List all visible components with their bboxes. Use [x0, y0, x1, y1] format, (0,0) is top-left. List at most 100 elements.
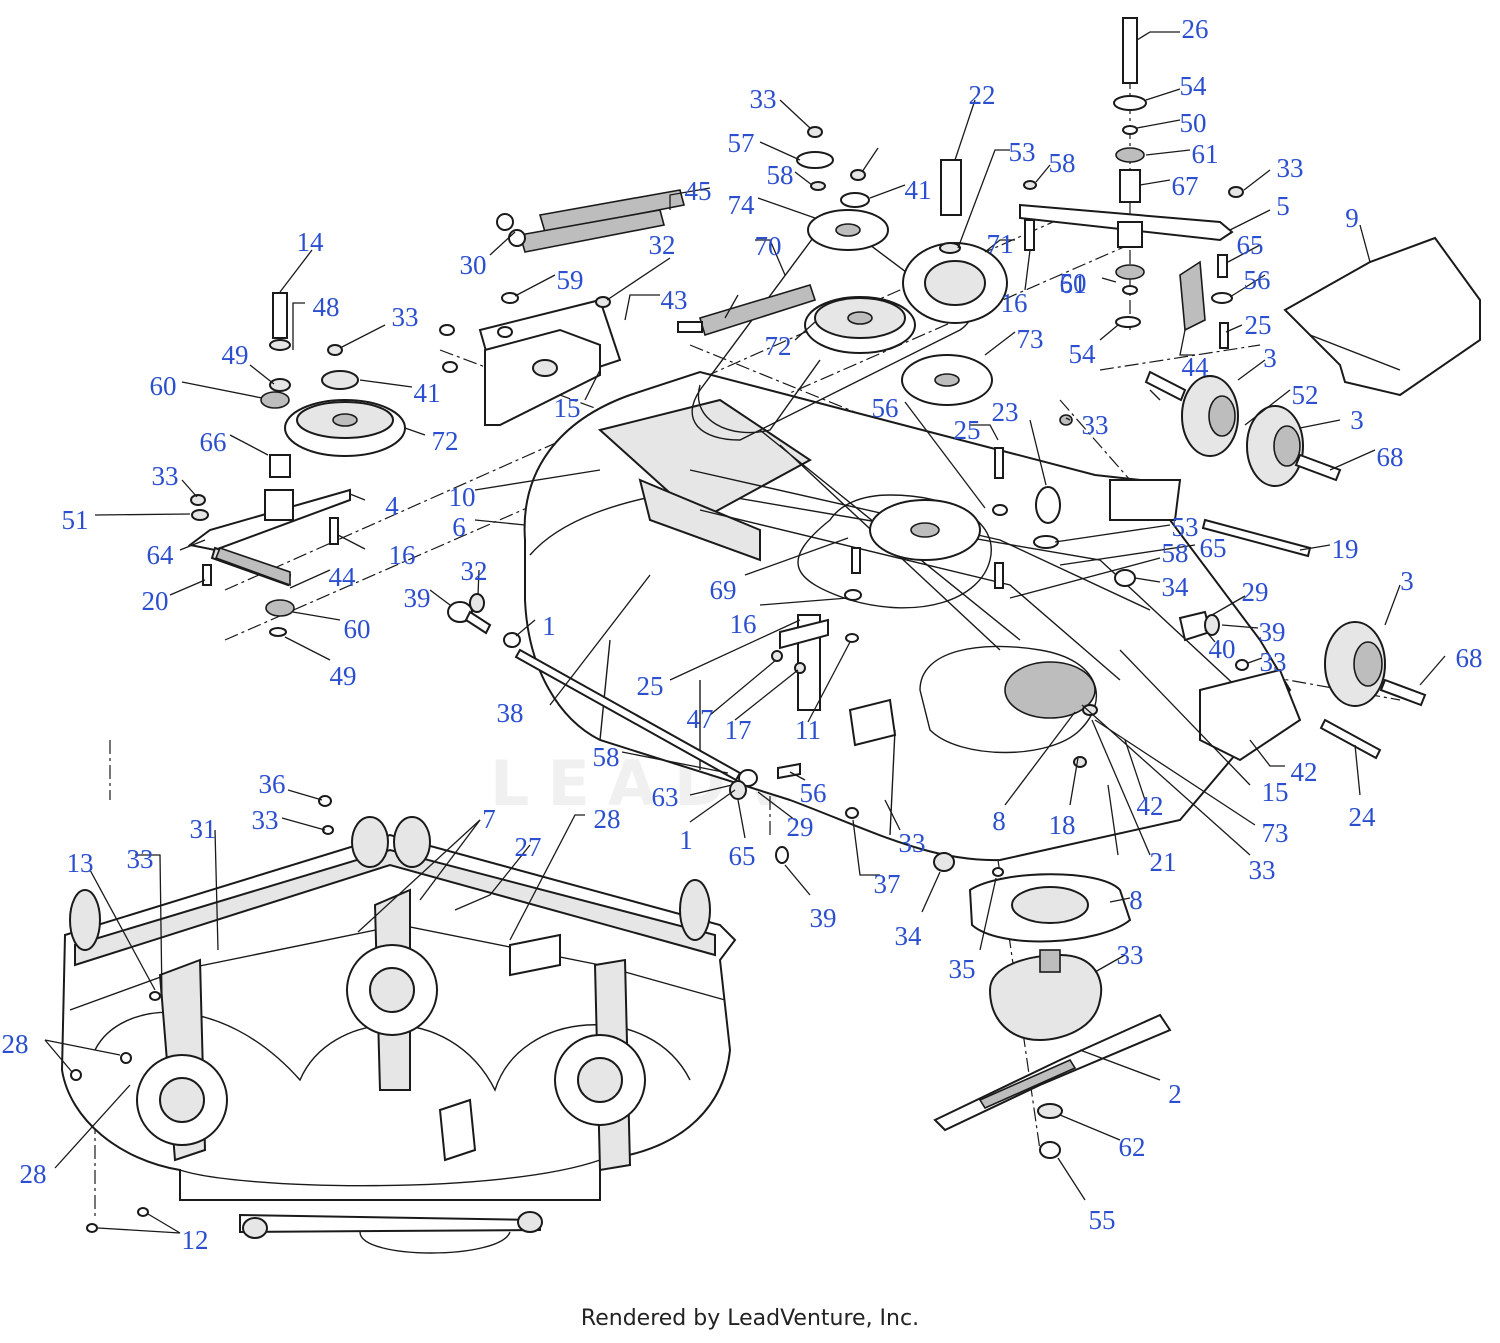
deck-hardware	[439, 292, 1249, 872]
callout-39: 39	[1259, 617, 1286, 647]
callout-54: 54	[1180, 71, 1208, 101]
callout-50: 50	[1060, 268, 1087, 298]
callout-60: 60	[344, 614, 371, 644]
callout-25: 25	[954, 415, 981, 445]
spindle-assembly-exploded	[933, 867, 1172, 1159]
callout-24: 24	[1349, 802, 1377, 832]
callout-68: 68	[1456, 643, 1483, 673]
callout-10: 10	[449, 482, 476, 512]
callout-58: 58	[767, 160, 794, 190]
callout-58: 58	[1049, 148, 1076, 178]
callout-7: 7	[482, 804, 496, 834]
callout-28: 28	[20, 1159, 47, 1189]
callout-63: 63	[652, 782, 679, 812]
callout-33: 33	[392, 302, 419, 332]
callout-40: 40	[1209, 634, 1236, 664]
callout-33: 33	[127, 844, 154, 874]
callout-45: 45	[685, 176, 712, 206]
anti-scalp-wheels	[1144, 370, 1427, 760]
callout-3: 3	[1400, 566, 1414, 596]
callout-21: 21	[1150, 847, 1177, 877]
callout-49: 49	[330, 661, 357, 691]
callout-33: 33	[1277, 153, 1304, 183]
callout-36: 36	[259, 769, 286, 799]
callout-15: 15	[554, 393, 581, 423]
callout-13: 13	[67, 848, 94, 878]
footer-credit: Rendered by LeadVenture, Inc.	[580, 1306, 920, 1331]
callout-66: 66	[200, 427, 227, 457]
belt-cover	[1283, 236, 1481, 397]
callout-28: 28	[594, 804, 621, 834]
callout-32: 32	[461, 556, 488, 586]
callout-60: 60	[150, 371, 177, 401]
callout-53: 53	[1009, 137, 1036, 167]
callout-26: 26	[1182, 14, 1209, 44]
callout-35: 35	[949, 954, 976, 984]
callout-74: 74	[728, 190, 756, 220]
springs	[214, 189, 1206, 587]
callout-72: 72	[765, 331, 792, 361]
callout-61: 61	[1192, 139, 1219, 169]
callout-8: 8	[992, 806, 1006, 836]
callout-44: 44	[329, 562, 357, 592]
callout-23: 23	[992, 397, 1019, 427]
callout-72: 72	[432, 426, 459, 456]
callout-61: 61	[1060, 269, 1087, 299]
callout-62: 62	[1119, 1132, 1146, 1162]
callout-39: 39	[810, 903, 837, 933]
callout-5: 5	[1276, 191, 1290, 221]
callout-29: 29	[1242, 577, 1269, 607]
callout-64: 64	[147, 540, 175, 570]
callout-16: 16	[730, 609, 757, 639]
callout-65: 65	[729, 841, 756, 871]
callout-34: 34	[895, 921, 923, 951]
callout-6: 6	[452, 512, 466, 542]
callout-2: 2	[1168, 1079, 1182, 1109]
callout-52: 52	[1292, 380, 1319, 410]
callout-41: 41	[905, 175, 932, 205]
callout-73: 73	[1017, 324, 1044, 354]
callout-15: 15	[1262, 777, 1289, 807]
callout-65: 65	[1200, 533, 1227, 563]
callout-57: 57	[728, 128, 755, 158]
callout-65: 65	[1237, 230, 1264, 260]
callout-11: 11	[795, 715, 821, 745]
callout-17: 17	[725, 715, 752, 745]
callout-42: 42	[1137, 791, 1164, 821]
callout-56: 56	[1244, 265, 1271, 295]
callout-33: 33	[1082, 410, 1109, 440]
callout-31: 31	[190, 814, 217, 844]
callout-39: 39	[404, 583, 431, 613]
callout-33: 33	[1249, 855, 1276, 885]
callout-30: 30	[460, 250, 487, 280]
callout-37: 37	[874, 869, 901, 899]
callout-51: 51	[62, 505, 89, 535]
callout-47: 47	[687, 704, 714, 734]
callout-1: 1	[679, 825, 693, 855]
callout-44: 44	[1182, 352, 1210, 382]
callout-54: 54	[1069, 339, 1097, 369]
callout-18: 18	[1049, 810, 1076, 840]
callout-33: 33	[1260, 647, 1287, 677]
callout-3: 3	[1350, 405, 1364, 435]
callout-67: 67	[1172, 171, 1199, 201]
callout-50: 50	[1180, 108, 1207, 138]
callout-59: 59	[557, 265, 584, 295]
idler-pulley-group-left	[187, 292, 406, 637]
callout-53: 53	[1172, 512, 1199, 542]
callout-34: 34	[1162, 572, 1190, 602]
callout-1: 1	[542, 611, 556, 641]
idler-arm-right	[1019, 17, 1244, 349]
callout-33: 33	[152, 461, 179, 491]
callout-29: 29	[787, 812, 814, 842]
mower-deck-upper	[478, 298, 1302, 862]
callout-73: 73	[1262, 818, 1289, 848]
callout-55: 55	[1089, 1205, 1116, 1235]
callout-33: 33	[899, 828, 926, 858]
callout-9: 9	[1345, 203, 1359, 233]
callout-16: 16	[389, 540, 416, 570]
callout-4: 4	[385, 491, 399, 521]
callout-27: 27	[515, 832, 542, 862]
